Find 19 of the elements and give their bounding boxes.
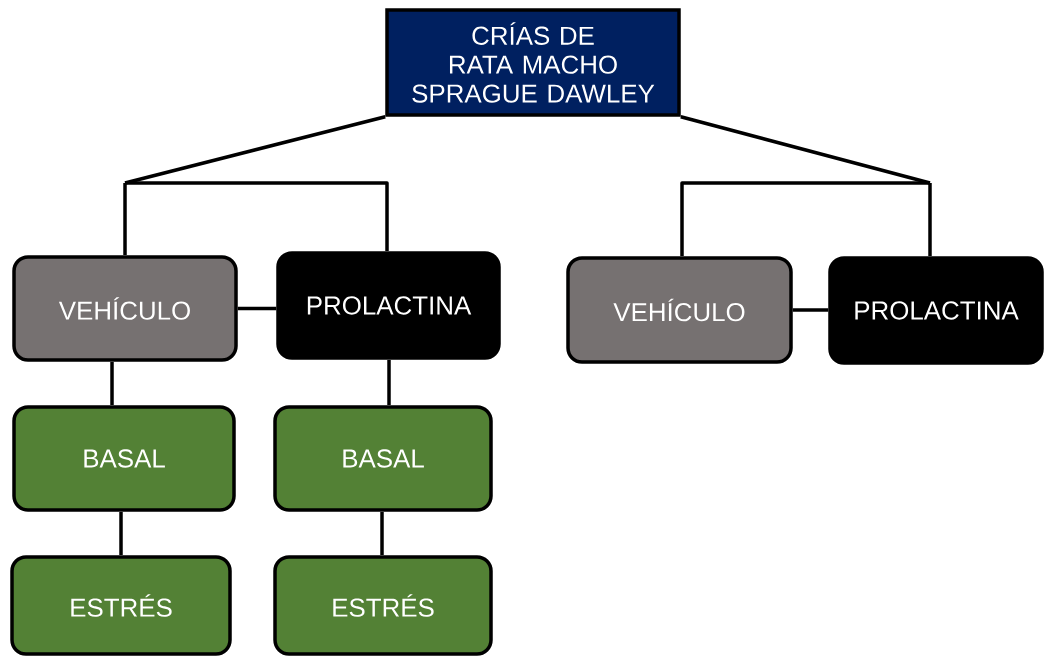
title-box: CRÍAS DE RATA MACHO SPRAGUE DAWLEY [385, 8, 681, 117]
connector-line [380, 512, 384, 555]
connector-line [110, 362, 114, 405]
group-box: PROLACTINA [828, 256, 1044, 365]
condition-box: BASAL [12, 405, 236, 512]
group-box: PROLACTINA [276, 251, 501, 360]
connector-line [125, 181, 389, 251]
connector-line [387, 360, 391, 405]
connector-line [119, 512, 123, 555]
connector-line [237, 306, 277, 311]
condition-box: ESTRÉS [10, 555, 232, 656]
connector-line [928, 183, 932, 256]
group-box: VEHÍCULO [12, 255, 238, 362]
group-box: VEHÍCULO [566, 256, 793, 364]
condition-box: BASAL [273, 405, 493, 512]
connector-line [123, 183, 127, 255]
connector-line [680, 181, 930, 256]
condition-box: ESTRÉS [273, 555, 493, 656]
connector-line [792, 308, 829, 312]
